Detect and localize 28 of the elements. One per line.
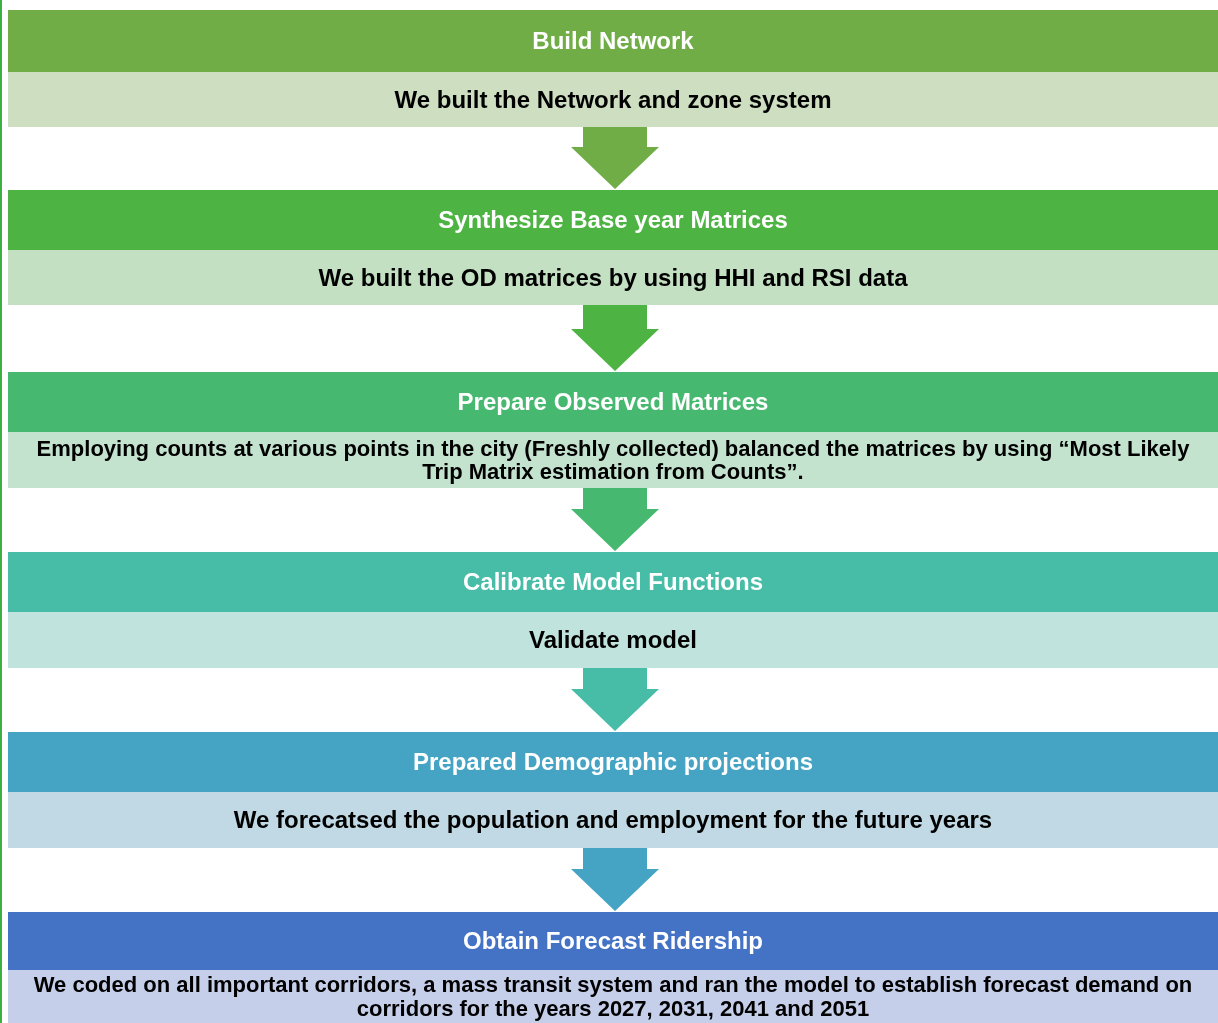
down-arrow xyxy=(571,668,659,731)
step-header-band xyxy=(8,732,1218,792)
step-description-band xyxy=(8,432,1218,488)
step-description-band xyxy=(8,792,1218,848)
down-arrow xyxy=(571,488,659,551)
step-title: Synthesize Base year Matrices xyxy=(437,206,789,234)
step-description: We built the Network and zone system xyxy=(393,85,833,114)
step-title: Obtain Forecast Ridership xyxy=(461,927,765,955)
step-description-band xyxy=(8,612,1218,668)
step-description: We coded on all important corridors, a mass transit system and ran the model to establish forecast demand on corridors for the years 2027, 2031, 2041 and 2051 xyxy=(32,973,1194,1020)
step-description-band xyxy=(8,72,1218,127)
step-header-band xyxy=(8,552,1218,612)
step-description: We built the OD matrices by using HHI and RSI data xyxy=(317,263,909,292)
step-header-band xyxy=(8,912,1218,970)
down-arrow xyxy=(571,305,659,371)
step-description-band xyxy=(8,250,1218,305)
step-header-band xyxy=(8,372,1218,432)
step-header-band xyxy=(8,190,1218,250)
step-description: We forecatsed the population and employment for the future years xyxy=(232,806,994,834)
step-title: Prepared Demographic projections xyxy=(411,748,815,776)
step-title: Prepare Observed Matrices xyxy=(456,388,770,416)
down-arrow xyxy=(571,127,659,189)
step-header-band xyxy=(8,10,1218,72)
step-description: Validate model xyxy=(527,626,699,654)
step-title: Calibrate Model Functions xyxy=(462,568,764,596)
step-title: Build Network xyxy=(531,27,695,55)
down-arrow xyxy=(571,848,659,911)
step-description: Employing counts at various points in the city (Freshly collected) balanced the matrices by using “Most Likely Trip Matrix estimation from Counts”. xyxy=(35,436,1191,484)
